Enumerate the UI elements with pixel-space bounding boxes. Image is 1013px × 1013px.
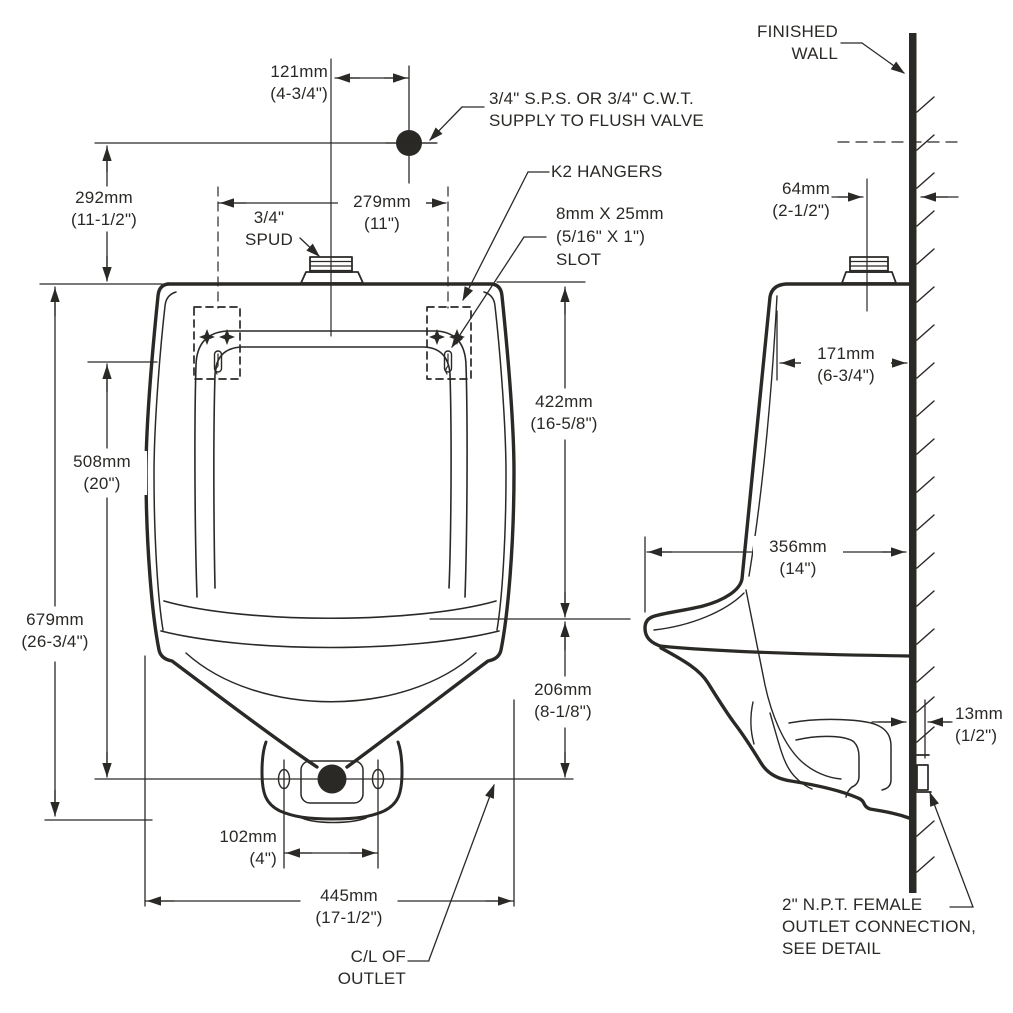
- note-slot: 8mm X 25mm (5/16" X 1") SLOT: [556, 204, 664, 269]
- note-cl-outlet: C/L OF OUTLET: [337, 947, 406, 988]
- dim-rim-to-outlet: 206mm (8-1/8"): [518, 679, 608, 723]
- dim-projection: 356mm (14"): [753, 536, 843, 580]
- k2-hanger-left: [193, 306, 241, 380]
- dim-outlet-offset: 13mm (1/2"): [955, 704, 1004, 745]
- leader-lines: [299, 42, 974, 962]
- finished-wall: [909, 33, 917, 893]
- spud-front: [300, 256, 364, 284]
- note-finished-wall: FINISHED WALL: [757, 22, 838, 63]
- dim-bolt-spacing: 102mm (4"): [219, 827, 277, 868]
- dim-top-depth: 171mm (6-3/4"): [801, 343, 891, 387]
- dim-overall-width: 445mm (17-1/2"): [302, 885, 396, 929]
- note-npt-outlet: 2" N.P.T. FEMALE OUTLET CONNECTION, SEE …: [782, 895, 977, 958]
- outlet-recess: [300, 760, 364, 804]
- note-k2-hangers: K2 HANGERS: [551, 162, 663, 181]
- dim-hanger-to-outlet: 508mm (20"): [57, 451, 147, 495]
- note-spud: 3/4" SPUD: [244, 208, 294, 249]
- npt-outlet-connection: [916, 754, 932, 793]
- spud-side: [841, 256, 897, 284]
- dim-supply-offset: 121mm (4-3/4"): [270, 62, 328, 103]
- flush-valve-supply-point: [385, 65, 437, 184]
- dim-hanger-spread: 279mm (11"): [338, 191, 426, 235]
- side-view: [643, 33, 959, 893]
- note-supply: 3/4" S.P.S. OR 3/4" C.W.T. SUPPLY TO FLU…: [489, 89, 704, 130]
- front-view: [144, 58, 516, 824]
- dim-supply-height: 292mm (11-1/2"): [48, 187, 160, 231]
- dim-top-to-rim: 422mm (16-5/8"): [519, 391, 609, 435]
- dimension-lines: [39, 73, 959, 907]
- dim-spud-to-wall: 64mm (2-1/2"): [772, 179, 830, 220]
- dim-overall-height: 679mm (26-3/4"): [8, 609, 102, 653]
